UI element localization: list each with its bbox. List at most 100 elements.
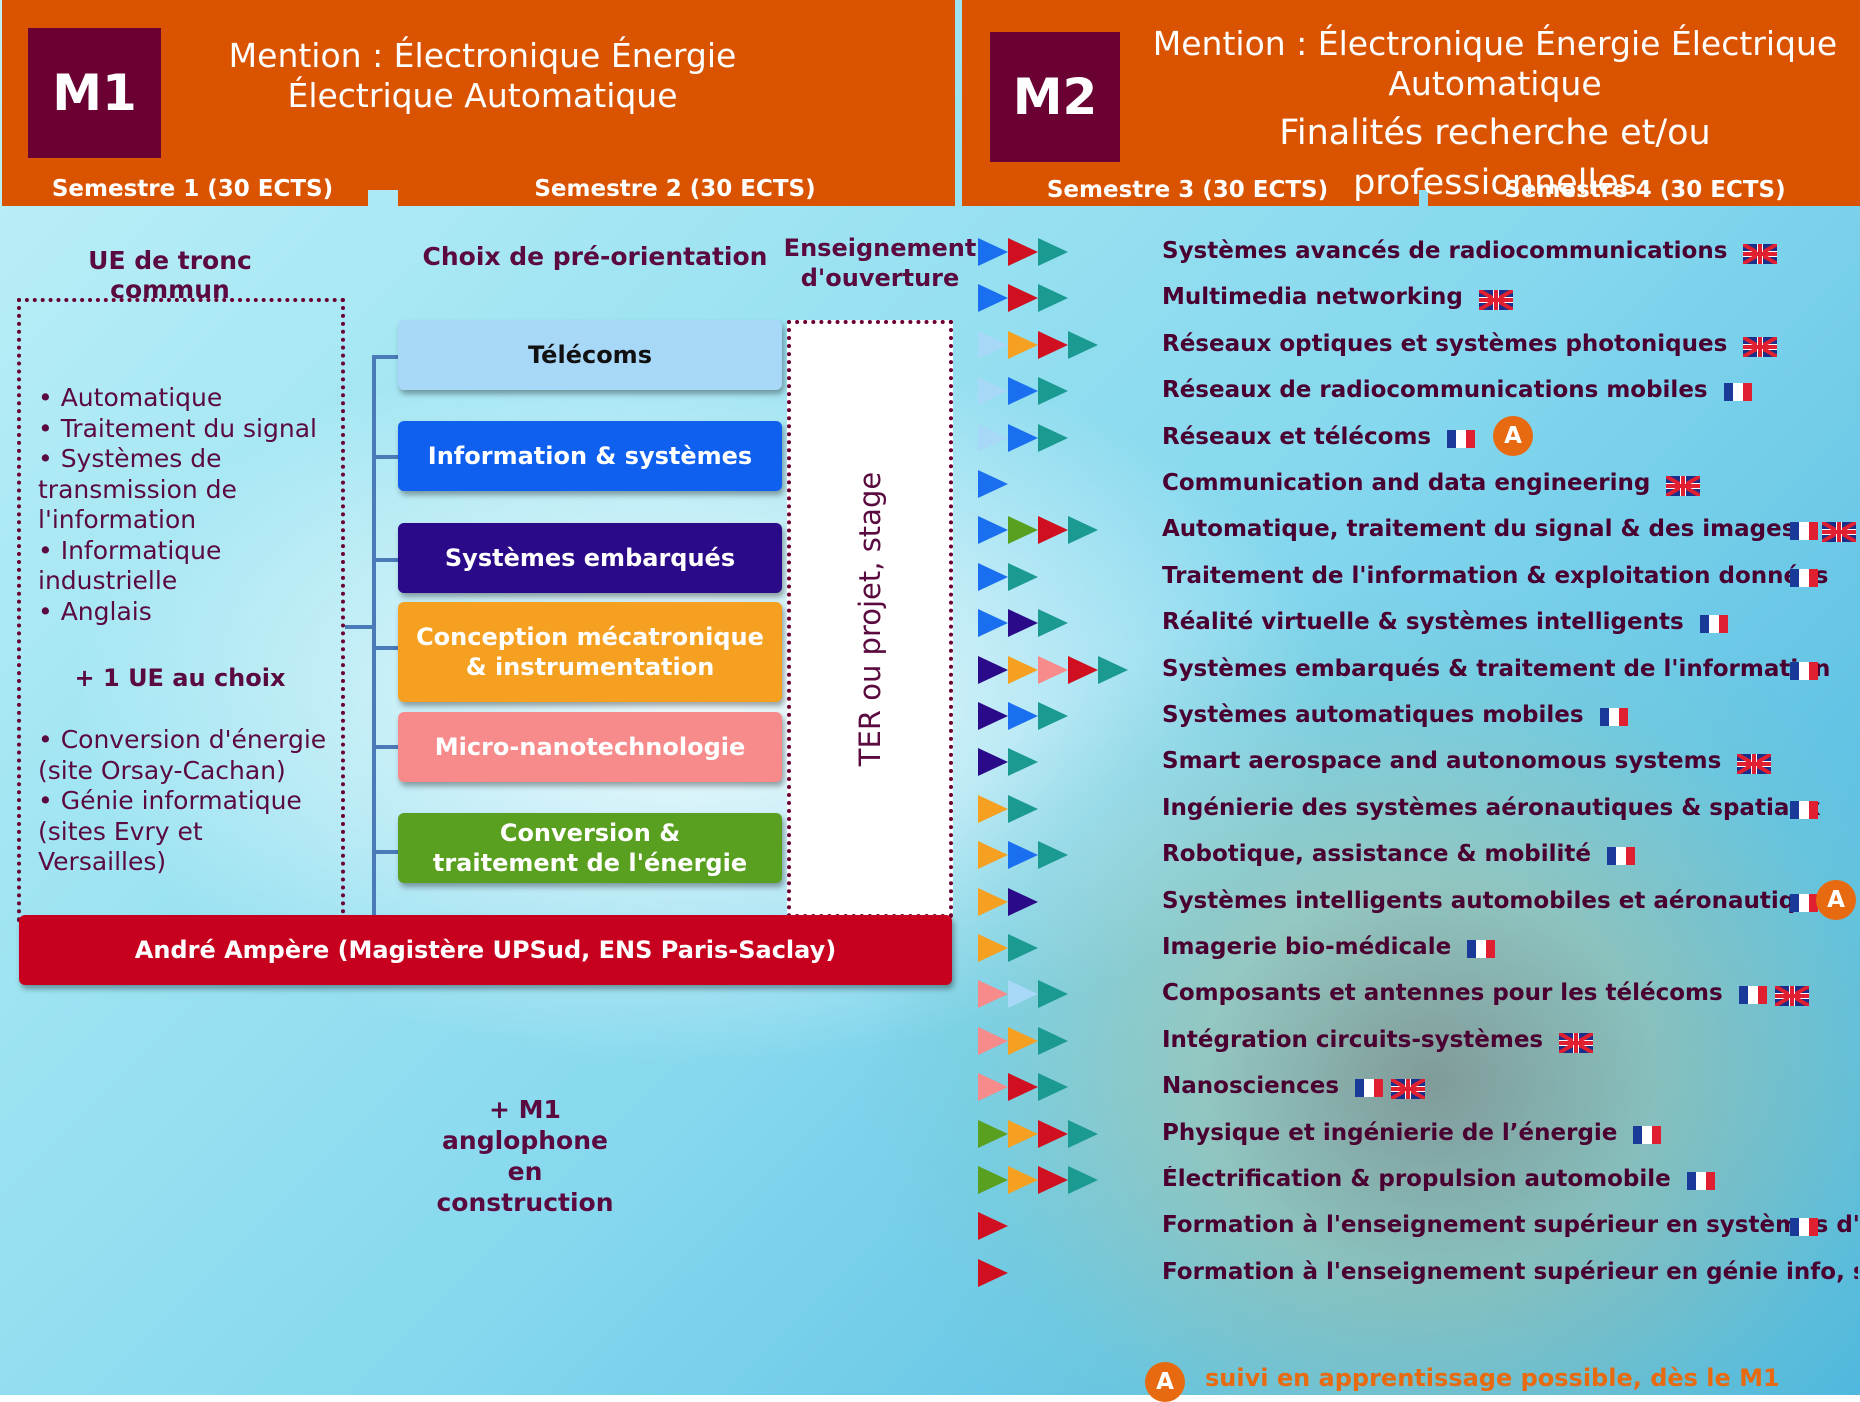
program-arrow-icon xyxy=(978,748,1008,777)
program-label: Imagerie bio-médicale xyxy=(1162,934,1452,960)
uk-flag-icon xyxy=(1666,476,1700,496)
program-label: Automatique, traitement du signal & des … xyxy=(1162,516,1796,543)
program-arrow-icon xyxy=(1038,1166,1068,1194)
bracket-tick-3 xyxy=(372,558,400,562)
program-row: Formation à l'enseignement supérieur en … xyxy=(0,1206,1860,1246)
program-label: Physique et ingénierie de l’énergie xyxy=(1162,1119,1618,1146)
program-row: Robotique, assistance & mobilité xyxy=(0,835,1860,875)
m1-anglophone-line3: en xyxy=(507,1157,543,1186)
bullet-transmission-de: transmission de xyxy=(38,474,237,504)
andre-ampere-bar: André Ampère (Magistère UPSud, ENS Paris… xyxy=(19,915,952,985)
program-label: Systèmes avancés de radiocommunications xyxy=(1162,238,1728,264)
choice-site-orsay: (site Orsay-Cachan) xyxy=(38,755,286,785)
program-arrow-icon xyxy=(978,1073,1008,1102)
french-flag-icon xyxy=(1790,800,1818,819)
program-arrow-icon xyxy=(978,1212,1008,1241)
bracket-link-tronc xyxy=(345,625,375,629)
tronc-commun-list: • Automatique • Traitement du signal • S… xyxy=(38,383,338,627)
program-arrow-icon xyxy=(1038,1073,1068,1102)
bullet-systemes-de: • Systèmes de xyxy=(38,444,222,473)
uk-flag-icon xyxy=(1743,244,1777,264)
program-row: Systèmes intelligents automobiles et aér… xyxy=(0,879,1860,922)
program-label: Électrification & propulsion automobile xyxy=(1162,1166,1671,1192)
french-flag-icon xyxy=(1355,1079,1383,1098)
program-arrow-icon xyxy=(1008,562,1038,591)
program-arrow-icon xyxy=(1008,980,1038,1009)
m2-badge: M2 xyxy=(990,32,1120,162)
french-flag-icon xyxy=(1607,847,1635,866)
program-row: Ingénierie des systèmes aéronautiques & … xyxy=(0,789,1860,829)
legend-apprentissage-badge: A xyxy=(1145,1362,1185,1402)
program-arrow-icon xyxy=(1038,1119,1068,1148)
program-label: Traitement de l'information & exploitati… xyxy=(1162,562,1829,589)
program-label: Réseaux optiques et systèmes photoniques xyxy=(1162,330,1728,357)
program-row: Nanosciences xyxy=(0,1067,1860,1107)
pre-orientation-heading: Choix de pré-orientation xyxy=(422,242,768,271)
program-label: Systèmes embarqués & traitement de l'inf… xyxy=(1162,655,1831,682)
m1-anglophone-line1: + M1 xyxy=(489,1095,561,1124)
program-arrow-icon xyxy=(978,516,1008,545)
m2-title-line2: Automatique xyxy=(1388,64,1602,103)
program-row: Formation à l'enseignement supérieur en … xyxy=(0,1253,1860,1293)
program-row: Réseaux de radiocommunications mobiles xyxy=(0,371,1860,411)
french-flag-icon xyxy=(1700,615,1728,634)
program-arrow-icon xyxy=(1008,377,1038,406)
program-arrow-icon xyxy=(978,377,1008,406)
program-arrow-icon xyxy=(1038,423,1068,452)
bracket-tick-6 xyxy=(372,850,400,854)
uk-flag-icon xyxy=(1822,522,1856,543)
program-label: Composants et antennes pour les télécoms xyxy=(1162,980,1723,1007)
program-arrow-icon xyxy=(1008,794,1038,823)
m2-title: Mention : Électronique Énergie Électriqu… xyxy=(1135,24,1855,208)
m1-anglophone-note: + M1 anglophone en construction xyxy=(420,1094,630,1218)
semester-3-label: Semestre 3 (30 ECTS) xyxy=(1046,177,1329,203)
french-flag-icon xyxy=(1790,1218,1818,1237)
program-arrow-icon xyxy=(978,794,1008,823)
m1-title-line2: Électrique Automatique xyxy=(287,76,678,115)
program-label: Nanosciences xyxy=(1162,1073,1340,1100)
program-arrow-icon xyxy=(1008,1026,1038,1055)
m1-anglophone-line4: construction xyxy=(436,1188,614,1217)
uk-flag-icon xyxy=(1391,1079,1425,1100)
program-arrow-icon xyxy=(1008,748,1038,777)
option-micro-nanotechnologie: Micro-nanotechnologie xyxy=(398,712,782,782)
m2-semester-bar-2 xyxy=(1428,190,1860,206)
legend-apprentissage-text: suivi en apprentissage possible, dès le … xyxy=(1205,1364,1780,1392)
program-row: Multimedia networking xyxy=(0,278,1860,318)
program-label: Formation à l'enseignement supérieur en … xyxy=(1162,1212,1858,1239)
program-row: Automatique, traitement du signal & des … xyxy=(0,510,1860,550)
program-arrow-icon xyxy=(978,609,1008,638)
program-arrow-icon xyxy=(1008,841,1038,870)
option-conception-mecatronique: Conception mécatronique & instrumentatio… xyxy=(398,602,782,702)
program-arrow-icon xyxy=(1038,609,1068,638)
bullet-informatique: • Informatique xyxy=(38,535,222,565)
semester-2-label: Semestre 2 (30 ECTS) xyxy=(534,176,816,202)
french-flag-icon xyxy=(1687,1172,1715,1190)
bullet-automatique: • Automatique xyxy=(38,383,223,412)
bullet-anglais: • Anglais xyxy=(38,596,152,626)
program-row: Réseaux optiques et systèmes photoniques xyxy=(0,325,1860,365)
ter-box: TER ou projet, stage xyxy=(787,320,953,918)
semester-1-label: Semestre 1 (30 ECTS) xyxy=(51,176,334,202)
program-label: Intégration circuits-systèmes xyxy=(1162,1026,1544,1053)
program-row: Smart aerospace and autonomous systems xyxy=(0,742,1860,782)
uk-flag-icon xyxy=(1559,1032,1593,1053)
uk-flag-icon xyxy=(1743,336,1777,357)
m1-semester-bar-gap-fill xyxy=(2,190,368,206)
program-arrow-icon xyxy=(978,1119,1008,1148)
program-arrow-icon xyxy=(1038,330,1068,359)
bullet-information: l'information xyxy=(38,505,197,534)
ouverture-heading-line1: Enseignement xyxy=(783,234,977,262)
program-row: Physique et ingénierie de l’énergie xyxy=(0,1114,1860,1154)
apprentissage-badge: A xyxy=(1493,415,1533,456)
program-arrow-icon xyxy=(978,1166,1008,1194)
program-arrow-icon xyxy=(1008,1166,1038,1194)
program-arrow-icon xyxy=(1008,609,1038,638)
french-flag-icon xyxy=(1447,429,1475,448)
program-arrow-icon xyxy=(1038,980,1068,1009)
choice-versailles: Versailles) xyxy=(38,847,167,876)
program-label: Formation à l'enseignement supérieur en … xyxy=(1162,1258,1858,1285)
program-arrow-icon xyxy=(1008,887,1038,916)
ue-choice-label: + 1 UE au choix xyxy=(74,664,286,692)
